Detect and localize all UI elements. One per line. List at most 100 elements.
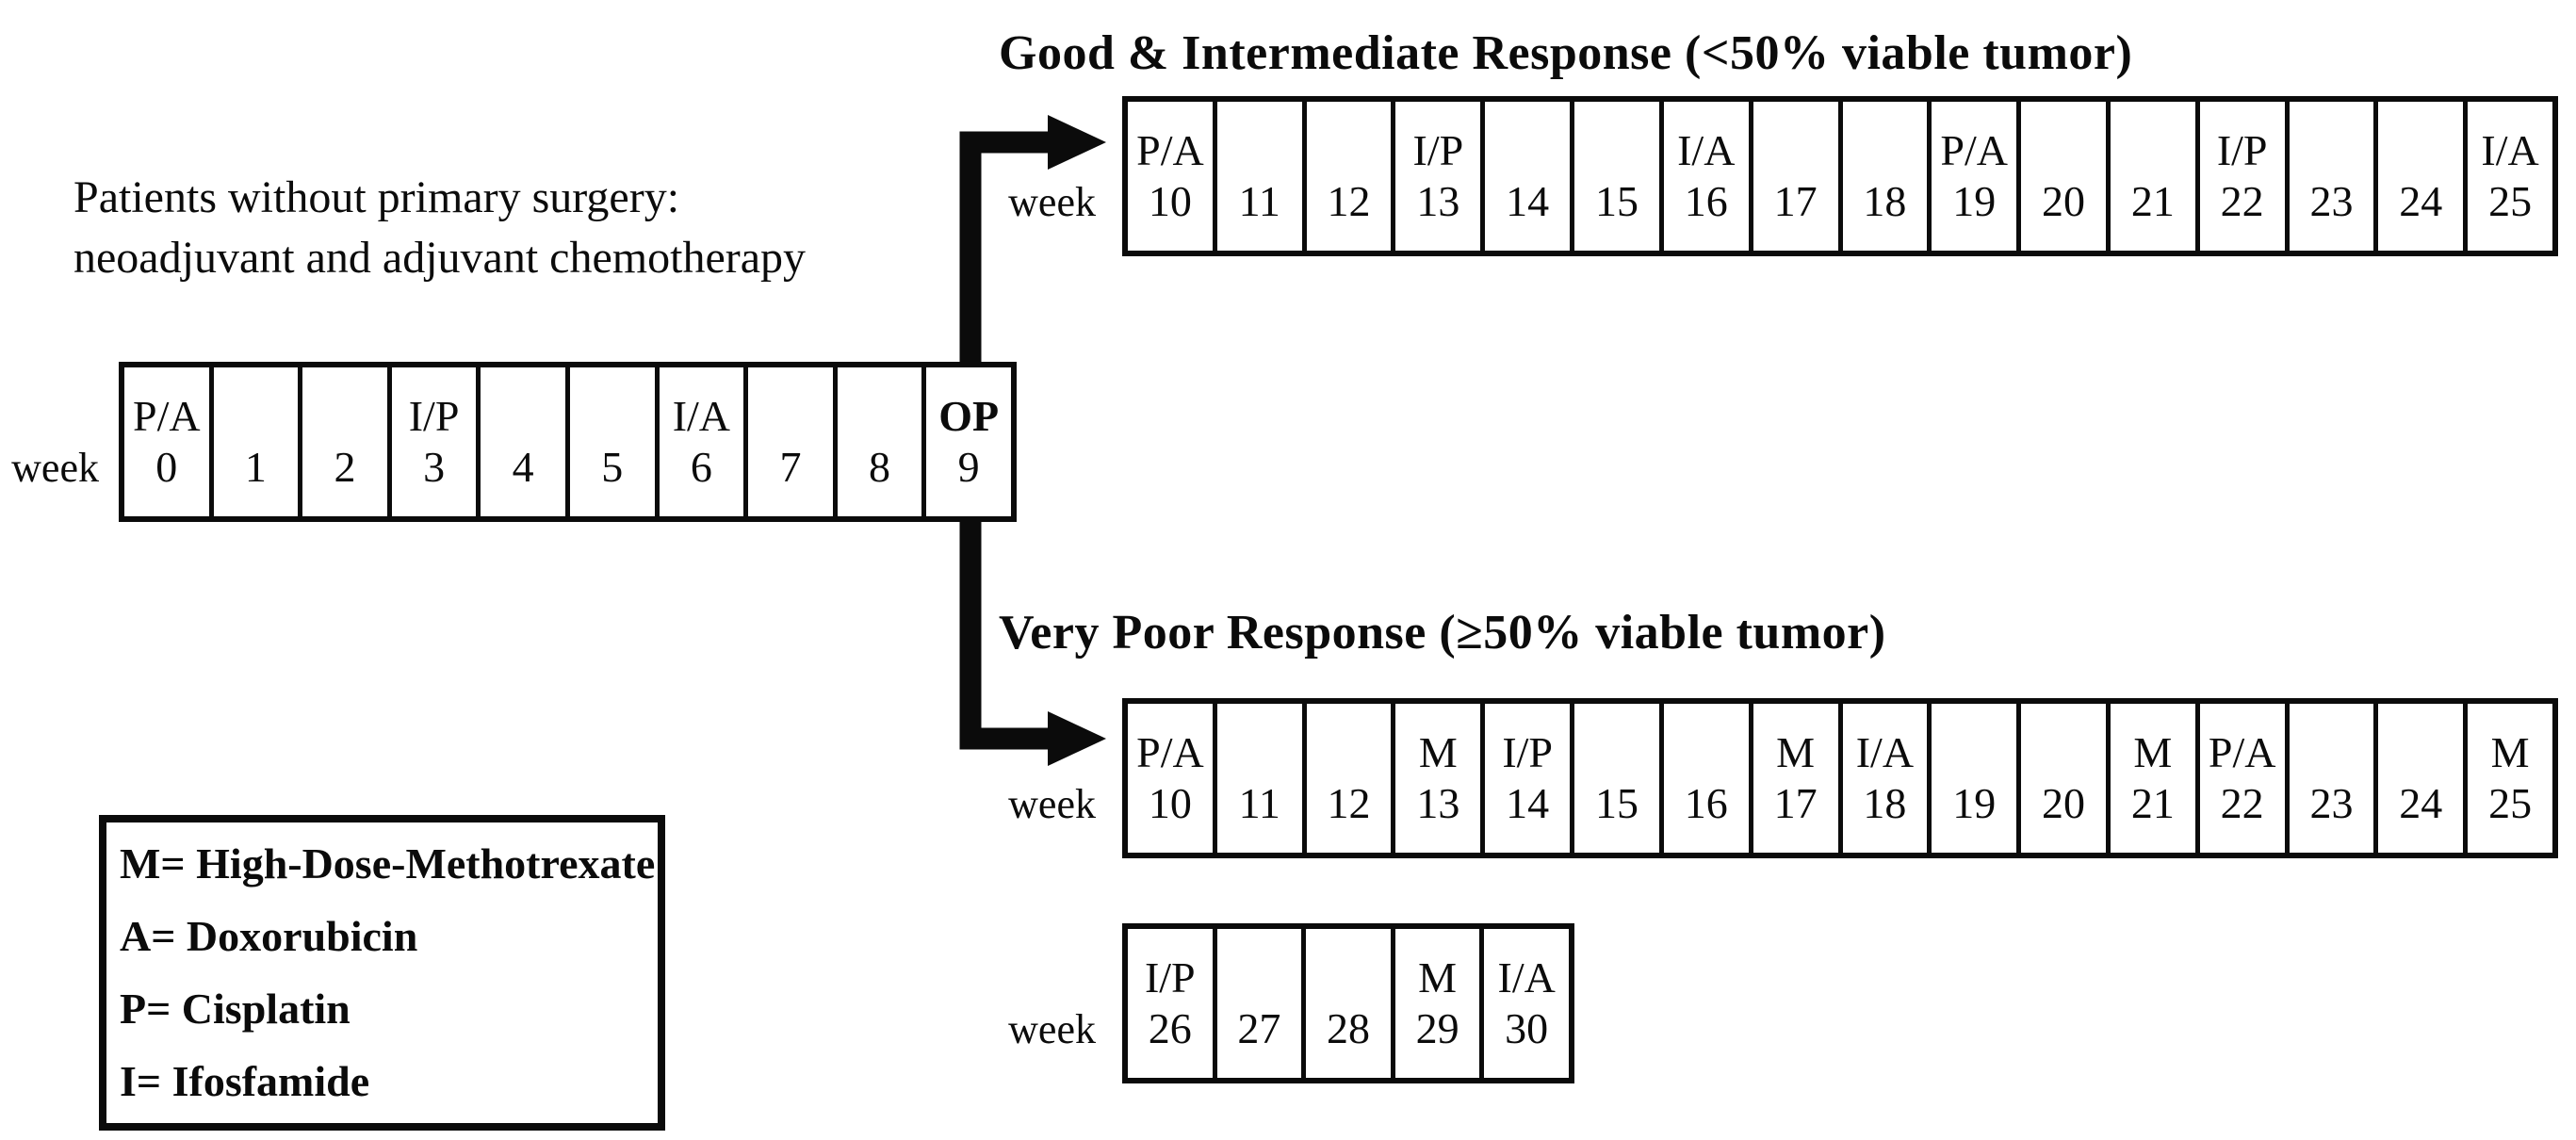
week-cell: 21	[2105, 102, 2195, 251]
week-number: 20	[2042, 177, 2086, 225]
week-number: 12	[1327, 779, 1371, 827]
legend-item: M= High-Dose-Methotrexate	[120, 839, 656, 888]
week-number: 3	[423, 443, 446, 491]
drug-code: I/A	[672, 392, 731, 440]
drug-code: I/P	[2216, 126, 2268, 174]
week-label-good-row: week	[1008, 179, 1096, 225]
week-cell: 19	[1927, 704, 2016, 853]
week-number: 23	[2309, 779, 2354, 827]
week-number: 22	[2220, 779, 2264, 827]
week-number: 4	[512, 443, 534, 491]
week-number: 1	[244, 443, 267, 491]
week-number: 21	[2130, 779, 2175, 827]
week-number: 18	[1863, 779, 1907, 827]
drug-code: P/A	[1136, 728, 1204, 776]
week-number: 11	[1238, 177, 1280, 225]
drug-code: I/A	[1497, 953, 1556, 1002]
week-number: 10	[1148, 779, 1192, 827]
week-cell: 14	[1480, 102, 1570, 251]
poor-response-title: Very Poor Response (≥50% viable tumor)	[999, 606, 1886, 660]
week-cell: 23	[2284, 704, 2374, 853]
week-number: 22	[2220, 177, 2264, 225]
week-number: 26	[1148, 1004, 1192, 1052]
week-cell: 17	[1748, 102, 1838, 251]
intro-line-2: neoadjuvant and adjuvant chemotherapy	[73, 233, 807, 283]
drug-code: P/A	[133, 392, 201, 440]
week-cell: 24	[2373, 102, 2463, 251]
week-label-poor-row: week	[1008, 781, 1096, 827]
week-number: 15	[1594, 177, 1639, 225]
week-cell: 15	[1570, 102, 1659, 251]
week-number: 17	[1773, 779, 1818, 827]
week-number: 9	[957, 443, 980, 491]
week-cell: 4	[476, 367, 565, 516]
week-number: 27	[1237, 1004, 1281, 1052]
legend-item: I= Ifosfamide	[120, 1056, 370, 1105]
week-number: 10	[1148, 177, 1192, 225]
legend-item: A= Doxorubicin	[120, 912, 418, 961]
week-cell: 15	[1570, 704, 1659, 853]
drug-code: I/P	[1412, 126, 1464, 174]
arrow-to-good-response	[959, 115, 1106, 362]
week-cell: 2	[298, 367, 387, 516]
week-number: 25	[2488, 177, 2533, 225]
drug-code: P/A	[2208, 728, 2276, 776]
week-number: 19	[1952, 779, 1997, 827]
week-number: 21	[2130, 177, 2175, 225]
week-number: 8	[869, 443, 891, 491]
week-number: 5	[601, 443, 624, 491]
week-number: 24	[2399, 779, 2443, 827]
week-number: 12	[1327, 177, 1371, 225]
week-cell: 20	[2016, 704, 2106, 853]
week-cell: 5	[564, 367, 655, 516]
week-number: 20	[2042, 779, 2086, 827]
intro-line-1: Patients without primary surgery:	[73, 172, 680, 222]
legend-item: P= Cisplatin	[120, 984, 351, 1033]
week-number: 11	[1238, 779, 1280, 827]
drug-code: I/A	[2481, 126, 2539, 174]
week-cell: 11	[1212, 102, 1302, 251]
drug-code: I/A	[1677, 126, 1736, 174]
week-cell: 1	[208, 367, 299, 516]
week-number: 30	[1505, 1004, 1549, 1052]
week-label-extension-row: week	[1008, 1006, 1096, 1052]
week-number: 15	[1594, 779, 1639, 827]
week-number: 16	[1684, 177, 1728, 225]
week-cell: 24	[2373, 704, 2463, 853]
drug-code: P/A	[1136, 126, 1204, 174]
drug-code: OP	[938, 392, 1000, 440]
drug-code: M	[2490, 728, 2530, 776]
good-response-title: Good & Intermediate Response (<50% viabl…	[999, 26, 2133, 80]
week-cell: 12	[1301, 704, 1392, 853]
week-number: 0	[155, 443, 178, 491]
week-number: 13	[1416, 779, 1460, 827]
week-cell: 18	[1837, 102, 1928, 251]
drug-code: M	[1418, 953, 1458, 1002]
drug-code: I/P	[1502, 728, 1553, 776]
week-number: 23	[2309, 177, 2354, 225]
week-cell: 27	[1212, 929, 1302, 1078]
week-cell: 28	[1301, 929, 1391, 1078]
intro-text: Patients without primary surgery: neoadj…	[73, 168, 806, 288]
week-cell: 7	[743, 367, 833, 516]
week-number: 18	[1863, 177, 1907, 225]
